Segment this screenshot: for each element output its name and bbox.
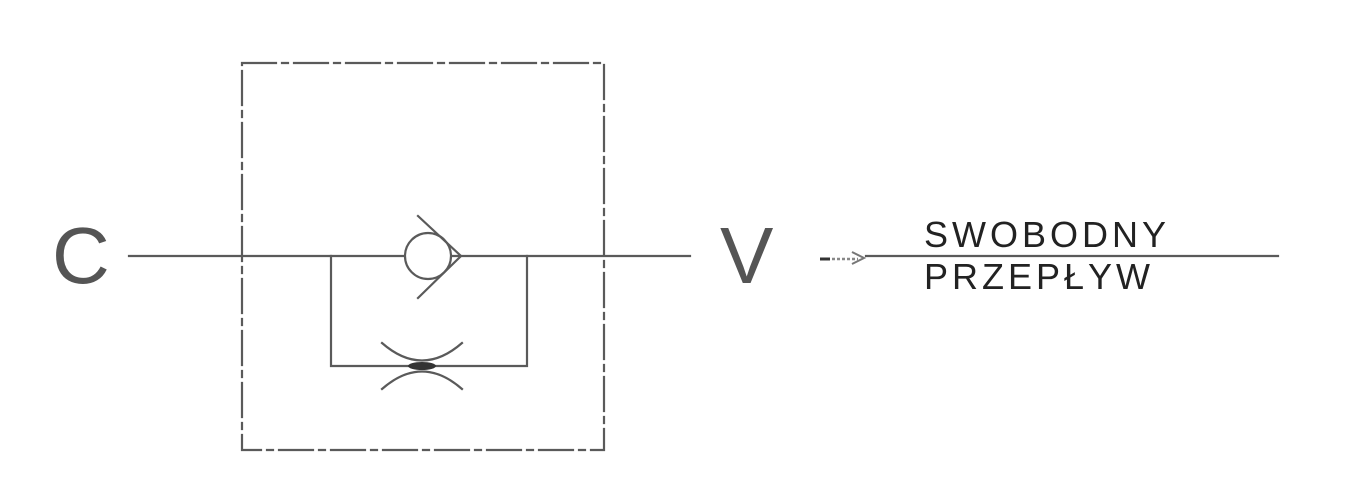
check-valve-symbol xyxy=(403,214,463,300)
throttle-symbol xyxy=(380,341,464,391)
legend-line-1: SWOBODNY xyxy=(924,214,1170,255)
port-c-label: C xyxy=(52,211,110,300)
free-flow-legend: SWOBODNY PRZEPŁYW xyxy=(820,214,1280,297)
throttle-lower-arc xyxy=(380,370,464,391)
legend-line-2: PRZEPŁYW xyxy=(924,256,1154,297)
check-valve-seat xyxy=(416,214,463,300)
throttle-upper-arc xyxy=(380,341,464,362)
legend-flow-arrow-icon xyxy=(820,251,867,265)
port-v-label: V xyxy=(720,211,774,300)
throttle-orifice xyxy=(408,362,436,370)
check-valve-ball xyxy=(403,231,453,281)
